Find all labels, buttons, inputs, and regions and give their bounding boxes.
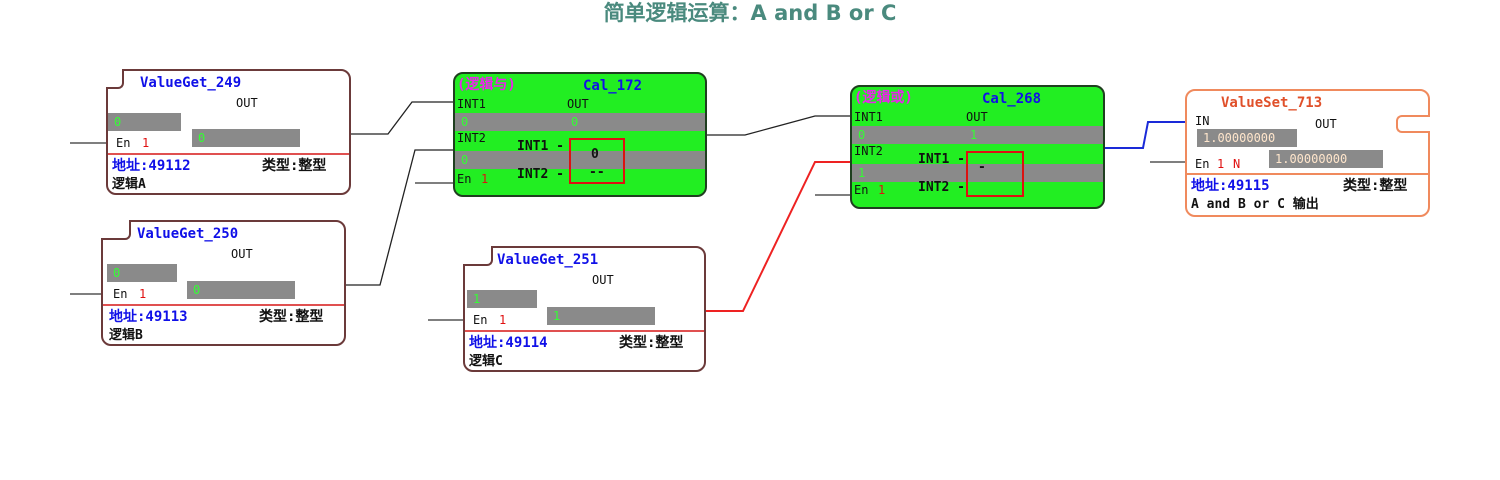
selection-box[interactable]: 0 --: [569, 138, 625, 184]
wire-cal268-to-vs713: [1105, 121, 1187, 149]
block-name: ValueSet_713: [1221, 95, 1323, 111]
int1-port-label: INT1: [457, 97, 486, 111]
cal-268-or-block[interactable]: (逻辑或) Cal_268 INT1 OUT 0 1 INT2 1 En 1 I…: [850, 85, 1105, 209]
valueset-713-block[interactable]: ValueSet_713 IN OUT 1.00000000 En 1 N 1.…: [1185, 89, 1430, 217]
overlay-value-2: --: [589, 165, 605, 180]
en-port-label: En: [113, 287, 128, 301]
int1-value: 0: [461, 115, 469, 129]
wire-vg249-to-cal172: [350, 101, 455, 135]
address-label: 地址:49112: [112, 158, 191, 174]
out-port-label: OUT: [1315, 117, 1337, 131]
out-port-label: OUT: [231, 247, 253, 261]
overlay-value-1: 0: [591, 147, 599, 162]
block-name: Cal_268: [982, 91, 1042, 107]
block-name: ValueGet_250: [137, 226, 239, 242]
page-title: 简单逻辑运算：A and B or C: [603, 1, 897, 25]
int1-out-field: 0 0: [455, 113, 705, 131]
en-port-label: En: [116, 136, 131, 150]
out-port-label: OUT: [236, 96, 258, 110]
overlay-value-1: -: [978, 160, 986, 175]
value-field: 0: [107, 264, 177, 282]
en-port-label: En: [457, 172, 472, 186]
out-port-label: OUT: [592, 273, 614, 287]
block-name: ValueGet_251: [497, 252, 599, 268]
wire-vg251-to-cal268: [705, 161, 852, 312]
out-value-field: 1: [547, 307, 655, 325]
type-label: 类型:整型: [259, 309, 324, 325]
out-value-field: 1.00000000: [1269, 150, 1383, 168]
en-value: 1: [139, 287, 147, 301]
int2-overlay-label: INT2 -: [517, 167, 564, 182]
int1-overlay-label: INT1 -: [517, 139, 564, 154]
in-value-field: 1.00000000: [1197, 129, 1297, 147]
block-name: ValueGet_249: [140, 75, 242, 91]
description-label: A and B or C 输出: [1191, 197, 1319, 212]
type-label: 类型:整型: [619, 335, 684, 351]
en-value: 1: [142, 136, 150, 150]
valueget-249-block[interactable]: ValueGet_249 OUT 0 En 1 0 地址:49112 类型:整型…: [106, 69, 351, 195]
operation-label: (逻辑与): [457, 77, 516, 93]
type-label: 类型:整型: [1343, 178, 1408, 194]
int1-overlay-label: INT1 -: [918, 152, 965, 167]
selection-box[interactable]: -: [966, 151, 1024, 197]
en-value: 1: [481, 172, 489, 186]
description-label: 逻辑B: [109, 328, 143, 343]
block-notch: [101, 220, 131, 240]
int2-port-label: INT2: [457, 131, 486, 145]
out-value: 1: [970, 128, 978, 142]
type-label: 类型:整型: [262, 158, 327, 174]
out-port-label: OUT: [567, 97, 589, 111]
value-field: 1: [467, 290, 537, 308]
int2-field: 1: [852, 164, 1103, 182]
block-name: Cal_172: [583, 78, 643, 94]
en-value: 1: [1217, 157, 1225, 171]
description-label: 逻辑A: [112, 177, 146, 192]
int2-field: 0: [455, 151, 705, 169]
out-value: 0: [571, 115, 579, 129]
en-port-label: En: [1195, 157, 1210, 171]
address-label: 地址:49113: [109, 309, 188, 325]
wire-cal172-to-cal268: [707, 115, 852, 136]
separator: [1187, 173, 1428, 175]
out-value-field: 0: [192, 129, 300, 147]
separator: [465, 330, 704, 332]
value-field: 0: [108, 113, 181, 131]
valueget-251-block[interactable]: ValueGet_251 OUT 1 En 1 1 地址:49114 类型:整型…: [463, 246, 706, 372]
en-port-label: En: [854, 183, 869, 197]
en-value: 1: [499, 313, 507, 327]
out-value-field: 0: [187, 281, 295, 299]
int1-out-field: 0 1: [852, 126, 1103, 144]
block-notch: [106, 69, 124, 89]
int1-value: 0: [858, 128, 866, 142]
int2-port-label: INT2: [854, 144, 883, 158]
wire-vg250-to-cal172: [344, 149, 455, 286]
separator: [108, 153, 349, 155]
description-label: 逻辑C: [469, 354, 503, 369]
valueget-250-block[interactable]: ValueGet_250 OUT 0 En 1 0 地址:49113 类型:整型…: [101, 220, 346, 346]
int2-overlay-label: INT2 -: [918, 180, 965, 195]
n-flag: N: [1233, 157, 1241, 171]
int1-port-label: INT1: [854, 110, 883, 124]
in-port-label: IN: [1195, 114, 1210, 128]
en-port-label: En: [473, 313, 488, 327]
block-notch: [463, 246, 493, 266]
address-label: 地址:49115: [1191, 178, 1270, 194]
cal-172-and-block[interactable]: (逻辑与) Cal_172 INT1 OUT 0 0 INT2 0 En 1 I…: [453, 72, 707, 197]
address-label: 地址:49114: [469, 335, 548, 351]
separator: [103, 304, 344, 306]
out-port-label: OUT: [966, 110, 988, 124]
en-value: 1: [878, 183, 886, 197]
block-notch: [1396, 115, 1430, 133]
operation-label: (逻辑或): [854, 90, 913, 106]
